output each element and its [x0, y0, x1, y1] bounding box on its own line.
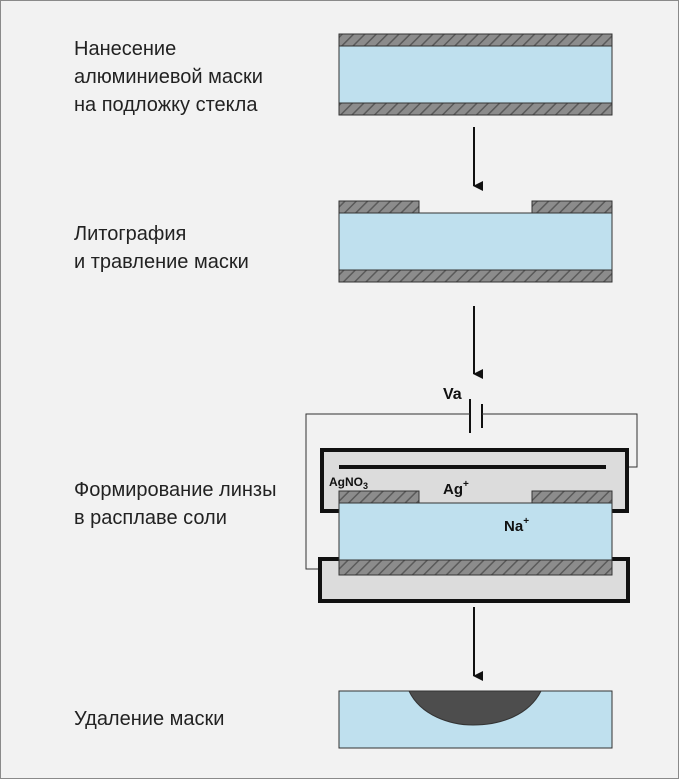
step2-line2: и травление маски — [74, 251, 249, 273]
sodium-ion-label: Na+ — [504, 516, 529, 535]
step1-line1: Нанесение — [74, 38, 177, 60]
bottom-mask-layer — [338, 559, 613, 576]
step4-substrate — [338, 690, 613, 749]
glass-substrate — [338, 502, 613, 561]
glass-substrate — [338, 212, 613, 271]
mask-right-segment — [531, 490, 613, 504]
step2-line1: Литография — [74, 223, 187, 245]
silver-ion-label: Ag+ — [443, 479, 469, 498]
step1-line2: алюминиевой маски — [74, 66, 263, 88]
step4-line1: Удаление маски — [74, 708, 225, 730]
voltage-label: Va — [443, 386, 462, 403]
mask-left-segment — [338, 490, 420, 504]
salt-label: AgNO3 — [329, 475, 368, 491]
wire-left — [305, 413, 470, 570]
step1-label: Нанесение алюминиевой маски на подложку … — [74, 35, 263, 119]
salt-label-sub: 3 — [363, 481, 368, 491]
silver-ion-sup: + — [463, 479, 469, 490]
gradient-lens — [408, 690, 542, 726]
mask-right-segment — [531, 200, 613, 214]
top-mask-layer — [338, 33, 613, 47]
step4-label: Удаление маски — [74, 705, 224, 733]
bottom-mask-layer — [338, 102, 613, 116]
step3-line2: в расплаве соли — [74, 507, 227, 529]
silver-ion-main: Ag — [443, 481, 463, 498]
step2-label: Литография и травление маски — [74, 220, 249, 276]
step1-substrate — [338, 33, 613, 116]
step3-line1: Формирование линзы — [74, 479, 277, 501]
step3-label: Формирование линзы в расплаве соли — [74, 476, 276, 532]
sodium-ion-main: Na — [504, 518, 524, 535]
step3-setup: Va AgNO3 Ag+ Na+ — [305, 386, 638, 603]
salt-label-main: AgNO — [329, 475, 363, 489]
mask-left-segment — [338, 200, 420, 214]
sodium-ion-sup: + — [523, 516, 529, 527]
step1-line3: на подложку стекла — [74, 94, 258, 116]
bottom-mask-layer — [338, 269, 613, 283]
glass-substrate — [338, 45, 613, 104]
step2-substrate — [338, 200, 613, 283]
